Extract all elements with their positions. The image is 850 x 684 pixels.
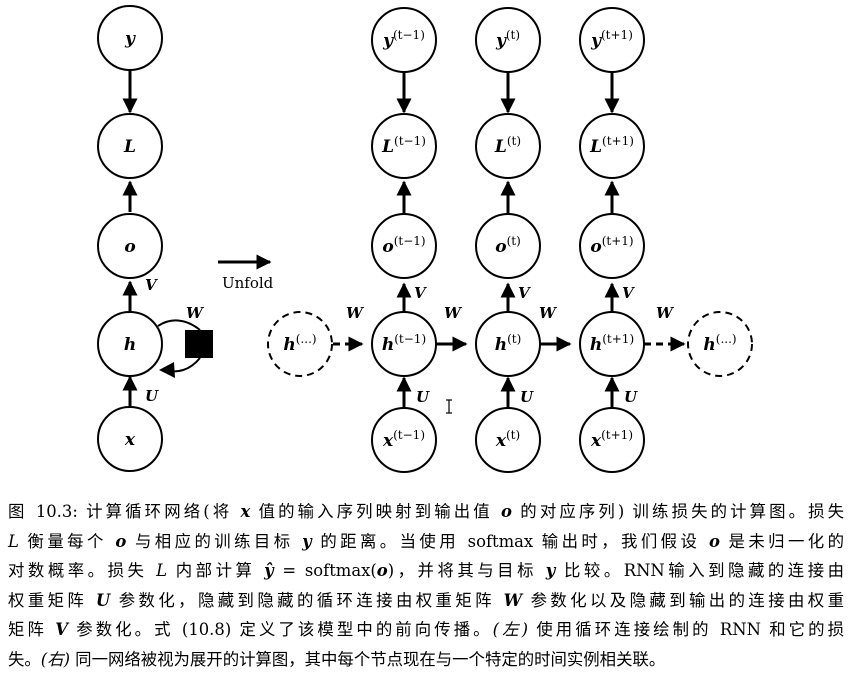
edge-label-W-4: W (656, 304, 675, 322)
node-x-t-1: x(t−1) (382, 428, 425, 451)
folded-rnn-graph: y L o h x V W U (97, 5, 213, 472)
caption-segment: 使用循环连接绘制的 RNN 和它的损 (528, 620, 845, 639)
caption-segment: L (8, 531, 19, 551)
delay-square (185, 330, 213, 358)
caption-segment: L (156, 561, 168, 580)
node-x-t: x(t) (495, 428, 520, 451)
caption-segment: y (545, 561, 556, 580)
svg-text:h(...): h(...) (283, 332, 316, 355)
caption-segment: V (55, 620, 68, 639)
node-L-label: L (123, 137, 136, 157)
caption-segment: )，并将其与目标 (387, 561, 546, 580)
column-t-minus-1: y(t−1) L(t−1) o(t−1) h(t−1) x(t−1) (371, 7, 437, 473)
node-h-t-1: h(t−1) (382, 332, 426, 355)
caption-line: 失。(右) 同一网络被视为展开的计算图，其中每个节点现在与一个特定的时间实例相关… (8, 645, 844, 675)
unfold-arrow: Unfold (218, 254, 274, 292)
node-o-label: o (124, 237, 135, 257)
node-h-t+1: h(t+1) (590, 332, 634, 355)
node-h-label: h (124, 335, 136, 355)
edge-label-U-t-1: U (416, 388, 430, 406)
caption-segment: 是未归一化的 (719, 531, 844, 551)
caption-segment: 同一网络被视为展开的计算图，其中每个节点现在与一个特定的时间实例相关联。 (69, 649, 666, 669)
caption-segment: 值的输入序列映射到输出值 (250, 502, 502, 521)
caption-line: L 衡量每个 o 与相应的训练目标 y 的距离。当使用 softmax 输出时，… (8, 527, 844, 557)
unfold-label: Unfold (222, 274, 274, 292)
edge-label-V-t: V (518, 284, 531, 302)
node-h-dashed-right-label: h (703, 335, 715, 355)
caption-segment: 参数化以及隐藏到输出的连接由权重 (521, 590, 844, 610)
caption-line: 对数概率。损失 L 内部计算 ŷ = softmax(o)，并将其与目标 y 比… (8, 556, 844, 586)
edge-label-V-t-1: V (414, 284, 427, 302)
node-y-t-1: y(t−1) (382, 28, 425, 51)
caption-segment: (右) (40, 649, 70, 669)
caption-segment: U (95, 590, 111, 610)
unfolded-rnn-graph: h(...) h(...) y(t−1) L(t−1) o(t−1) h(t−1… (267, 7, 753, 473)
edge-label-W: W (186, 304, 205, 322)
edge-label-W-2: W (444, 304, 463, 322)
node-o: o (97, 213, 163, 279)
caption-segment: y (302, 531, 312, 551)
node-o-t: o(t) (495, 234, 521, 257)
caption-segment: o (115, 531, 127, 551)
node-x-label: x (124, 430, 136, 450)
caption-segment: = softmax( (273, 561, 377, 580)
caption-segment: 矩阵 (8, 620, 56, 639)
caption-segment: 失。 (8, 649, 41, 669)
node-y-label: y (124, 29, 136, 49)
caption-segment: 衡量每个 (18, 531, 116, 551)
node-x-t+1: x(t+1) (590, 428, 633, 451)
node-o-t-1: o(t−1) (382, 234, 425, 257)
node-y-t: y(t) (495, 28, 520, 51)
node-h-dashed-left-label: h (283, 335, 295, 355)
caption-line: 图 10.3: 计算循环网络(将 x 值的输入序列映射到输出值 o 的对应序列)… (8, 497, 844, 527)
node-o-t+1: o(t+1) (590, 234, 633, 257)
caption-segment: 图 10.3: 计算循环网络(将 (8, 502, 241, 521)
edge-label-W-3: W (539, 304, 558, 322)
node-L-t: L(t) (494, 134, 521, 157)
text-cursor-icon (446, 399, 452, 414)
edge-label-U-t+1: U (624, 388, 638, 406)
edge-label-V-t+1: V (622, 284, 635, 302)
node-h: h (97, 311, 163, 377)
caption-segment: 的距离。当使用 softmax 输出时，我们假设 (311, 531, 709, 551)
edge-label-U: U (145, 387, 159, 405)
caption-segment: 的对应序列) 训练损失的计算图。损失 (511, 502, 844, 521)
node-y-t+1: y(t+1) (590, 28, 633, 51)
edge-label-U-t: U (520, 388, 534, 406)
node-h-dashed-right-sup: (...) (716, 332, 737, 346)
node-L-t+1: L(t+1) (589, 134, 634, 157)
node-L-t-1: L(t−1) (381, 134, 426, 157)
caption-segment: W (503, 590, 522, 610)
node-h-dashed-left-sup: (...) (296, 332, 317, 346)
caption-segment: (左) (492, 620, 529, 639)
caption-segment: 比较。RNN输入到隐藏的连接由 (555, 561, 844, 580)
node-h-t: h(t) (495, 332, 522, 355)
caption-line: 权重矩阵 U 参数化，隐藏到隐藏的循环连接由权重矩阵 W 参数化以及隐藏到输出的… (8, 586, 844, 616)
caption-segment: 参数化，隐藏到隐藏的循环连接由权重矩阵 (110, 590, 504, 610)
caption-segment: x (240, 502, 251, 521)
edge-label-W-1: W (346, 304, 365, 322)
node-x: x (97, 406, 163, 472)
column-t: y(t) L(t) o(t) h(t) x(t) (475, 7, 541, 473)
caption-segment: o (376, 561, 388, 580)
caption-segment: o (708, 531, 720, 551)
caption-segment: 参数化。式 (10.8) 定义了该模型中的前向传播。 (67, 620, 493, 639)
node-h-dashed-right: h(...) (687, 311, 753, 377)
rnn-computational-graph-figure: y L o h x V W U Unfold (97, 5, 753, 473)
caption-segment: o (501, 502, 512, 521)
node-y: y (97, 5, 163, 71)
caption-segment: 内部计算 (167, 561, 265, 580)
caption-segment: 权重矩阵 (8, 590, 96, 610)
caption-segment: ŷ (264, 561, 274, 580)
column-t-plus-1: y(t+1) L(t+1) o(t+1) h(t+1) x(t+1) (579, 7, 645, 473)
node-L: L (97, 113, 163, 179)
caption-segment: 对数概率。损失 (8, 561, 157, 580)
edge-label-V: V (145, 276, 158, 294)
svg-text:h(...): h(...) (703, 332, 736, 355)
node-h-dashed-left: h(...) (267, 311, 333, 377)
recurrent-loop-arrowhead (159, 362, 175, 378)
figure-caption: 图 10.3: 计算循环网络(将 x 值的输入序列映射到输出值 o 的对应序列)… (8, 497, 844, 674)
caption-segment: 与相应的训练目标 (126, 531, 303, 551)
caption-line: 矩阵 V 参数化。式 (10.8) 定义了该模型中的前向传播。(左) 使用循环连… (8, 615, 844, 645)
